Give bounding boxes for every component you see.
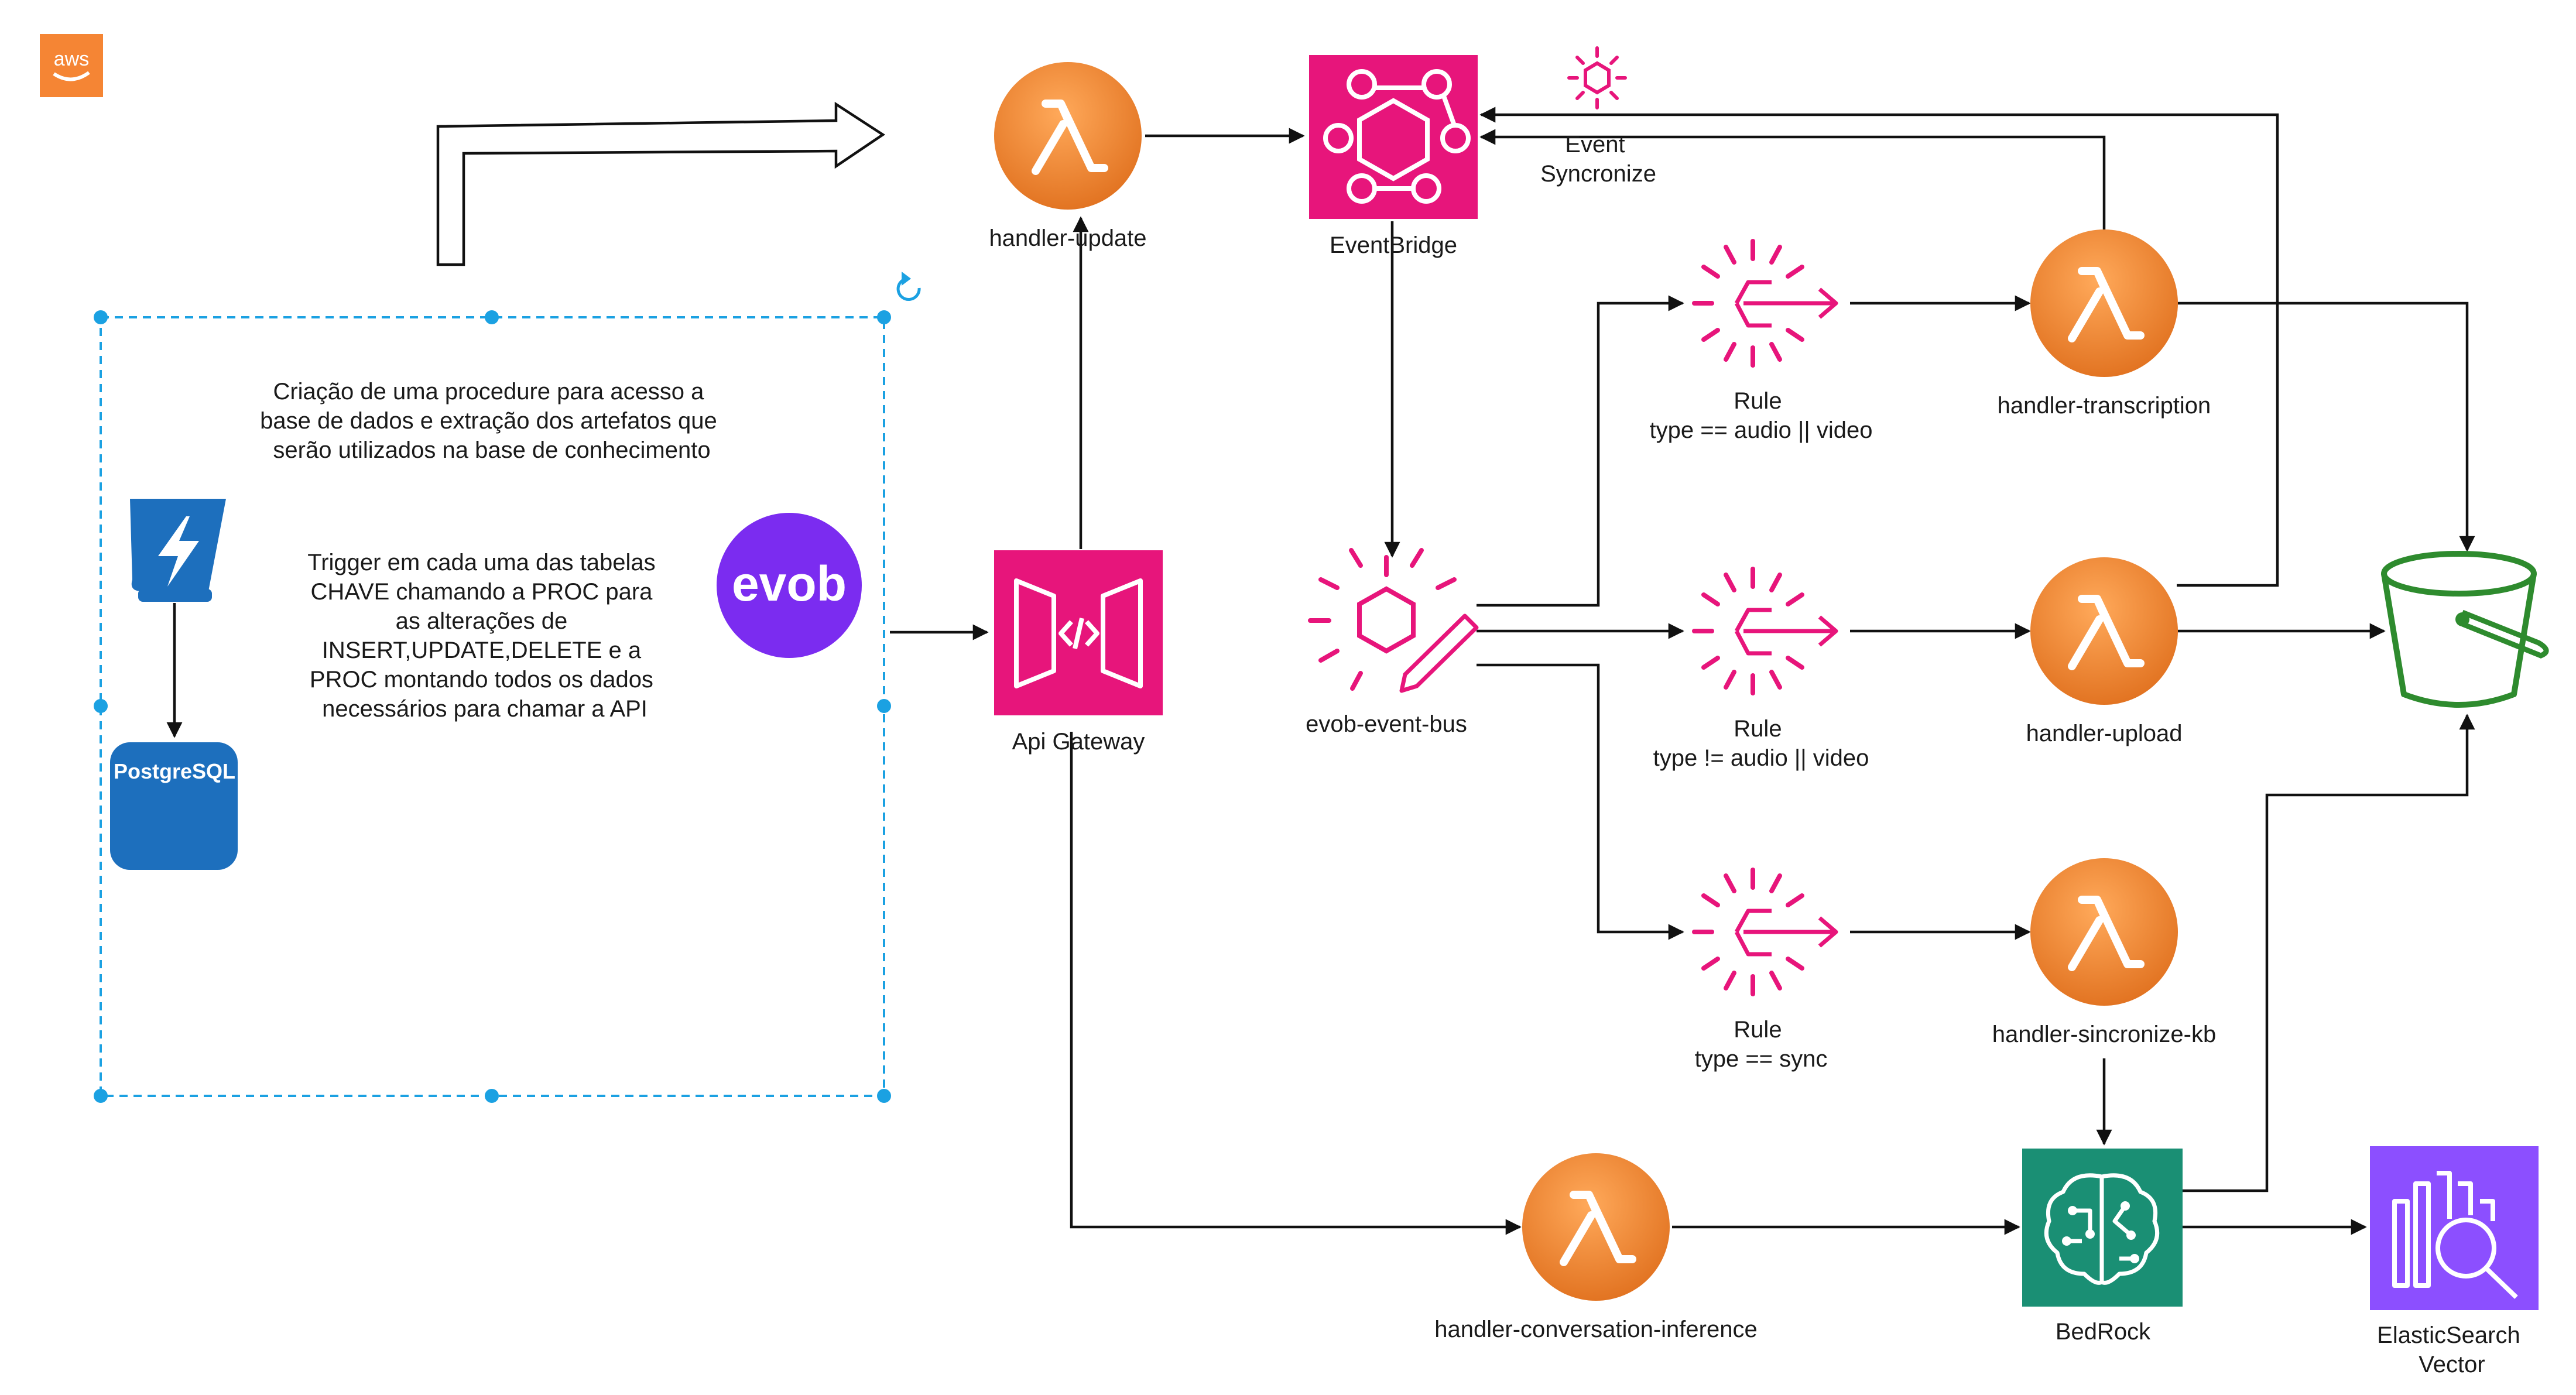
eventbridge-node[interactable] (1309, 55, 1478, 219)
event-bus-icon[interactable] (1308, 548, 1479, 693)
trigger-note: Trigger em cada uma das tabelas CHAVE ch… (307, 550, 662, 722)
edge-bus-rule1 (1477, 295, 1684, 607)
edge-transcription-s3 (2178, 301, 2475, 552)
api-gateway-node[interactable] (994, 550, 1163, 715)
edge-bus-rule3 (1477, 663, 1684, 940)
handler-upload-label: handler-upload (2026, 721, 2183, 746)
handler-update-label: handler-update (989, 225, 1146, 251)
rule3-label: Rule type == sync (1695, 1017, 1828, 1072)
handler-inference-label: handler-conversation-inference (1434, 1317, 1757, 1342)
elasticsearch-node[interactable] (2370, 1146, 2539, 1310)
procedure-note: Criação de uma procedure para acesso a b… (260, 379, 724, 463)
edge-upload-eventbridge (1479, 107, 2279, 587)
rotate-handle-icon[interactable] (896, 272, 921, 301)
edge-transcription-eventbridge (1479, 129, 2106, 229)
rule3-icon[interactable] (1694, 870, 1836, 994)
event-bus-label: evob-event-bus (1306, 711, 1467, 737)
aws-logo-label: aws (54, 48, 89, 70)
rule2-label: Rule type != audio || video (1653, 716, 1869, 771)
lambda-handler-update[interactable] (994, 62, 1142, 210)
lambda-handler-upload[interactable] (2030, 557, 2178, 705)
evob-logo: evob (717, 513, 862, 658)
postgres-node[interactable]: PostgreSQL (110, 742, 238, 870)
handler-sync-kb-label: handler-sincronize-kb (1992, 1022, 2216, 1047)
lambda-handler-transcription[interactable] (2030, 229, 2178, 377)
rule1-label: Rule type == audio || video (1649, 388, 1872, 443)
selection-group[interactable] (94, 272, 921, 1103)
event-sync-label: Event Syncronize (1540, 132, 1656, 187)
rule2-icon[interactable] (1694, 569, 1836, 693)
bedrock-label: BedRock (2056, 1319, 2151, 1345)
edge-apigw-inference (1070, 732, 1522, 1235)
elasticsearch-label: ElasticSearch Vector (2377, 1322, 2527, 1377)
aws-logo: aws (40, 34, 103, 97)
bedrock-node[interactable] (2022, 1149, 2183, 1307)
event-sync-icon (1567, 46, 1627, 109)
handler-transcription-label: handler-transcription (1998, 393, 2211, 419)
edge-bedrock-s3 (2183, 714, 2475, 1192)
postgres-label: PostgreSQL (114, 759, 235, 783)
api-gateway-label: Api Gateway (1012, 729, 1145, 755)
lambda-handler-conversation-inference[interactable] (1522, 1153, 1670, 1301)
flow-hollow-arrow (436, 101, 886, 266)
evob-logo-text: evob (732, 556, 847, 611)
trigger-scroll-icon (130, 499, 226, 602)
rule1-icon[interactable] (1694, 241, 1836, 365)
s3-bucket-icon[interactable] (2381, 551, 2549, 708)
eventbridge-label: EventBridge (1330, 232, 1457, 258)
lambda-handler-sincronize-kb[interactable] (2030, 858, 2178, 1006)
